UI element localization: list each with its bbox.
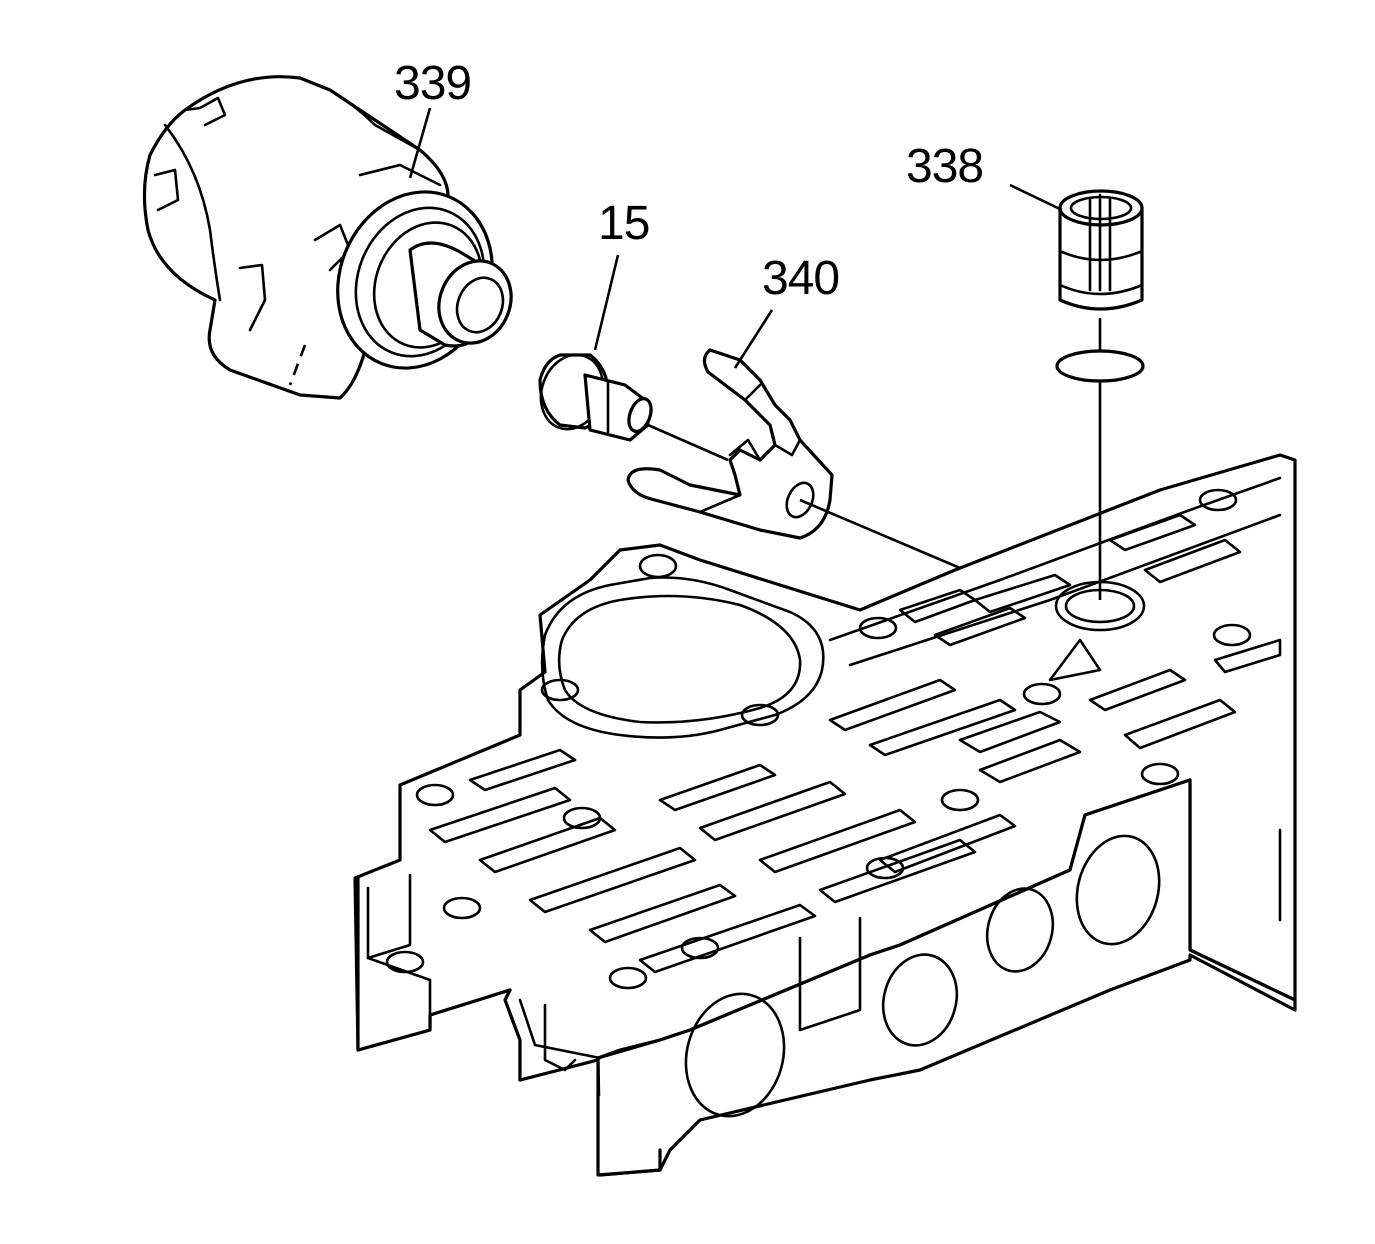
callout-15: 15 xyxy=(598,197,650,250)
gasket-boss xyxy=(540,576,825,739)
side-bore-2 xyxy=(881,953,959,1047)
valve-body-left-end xyxy=(356,876,662,1177)
valve-body xyxy=(353,453,1297,1177)
pressure-control-solenoid xyxy=(142,75,513,400)
retainer-axis-line xyxy=(799,498,961,570)
side-bore-1 xyxy=(684,992,786,1118)
solenoid-retainer xyxy=(626,348,834,540)
callout-340: 340 xyxy=(762,252,840,305)
callout-338: 338 xyxy=(906,140,984,193)
leader-338 xyxy=(1009,183,1063,212)
leader-15 xyxy=(593,254,620,351)
bolt xyxy=(538,353,653,442)
side-bore-3 xyxy=(985,887,1055,973)
screen-oring xyxy=(1055,349,1145,383)
valve-body-front-face xyxy=(596,778,1297,1177)
leader-lines xyxy=(408,107,1102,600)
leader-339 xyxy=(408,107,432,179)
leader-340 xyxy=(733,309,774,369)
side-bore-4 xyxy=(1075,834,1161,946)
callout-339: 339 xyxy=(394,57,472,110)
filter-screen xyxy=(1055,189,1145,383)
bolt-axis-line xyxy=(647,423,729,462)
